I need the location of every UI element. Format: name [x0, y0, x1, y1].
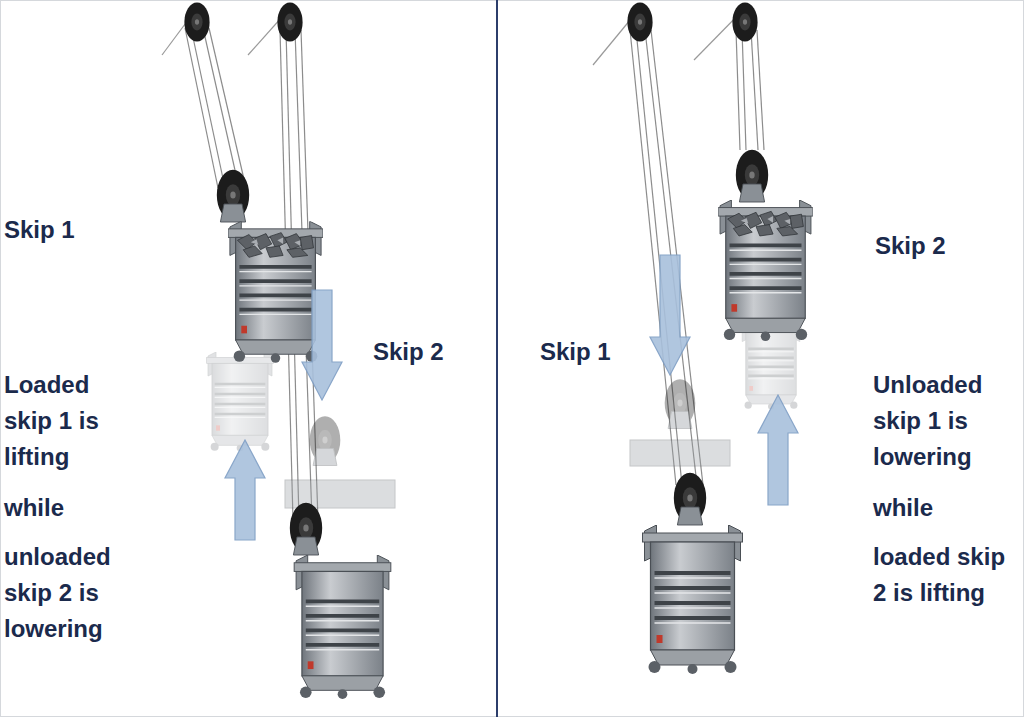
skip-label: Skip 2 — [373, 334, 483, 370]
motion-note: Unloaded skip 1 is lowering — [873, 367, 1018, 475]
skip-label: Skip 1 — [540, 334, 640, 370]
connector-word: while — [4, 490, 122, 526]
motion-note: unloaded skip 2 is lowering — [4, 539, 122, 647]
connector-word: while — [873, 490, 1018, 526]
motion-note: loaded skip 2 is lifting — [873, 539, 1018, 611]
motion-note: Loaded skip 1 is lifting — [4, 367, 122, 475]
skip-label: Skip 2 — [875, 228, 1015, 264]
skip-label: Skip 1 — [4, 212, 154, 248]
